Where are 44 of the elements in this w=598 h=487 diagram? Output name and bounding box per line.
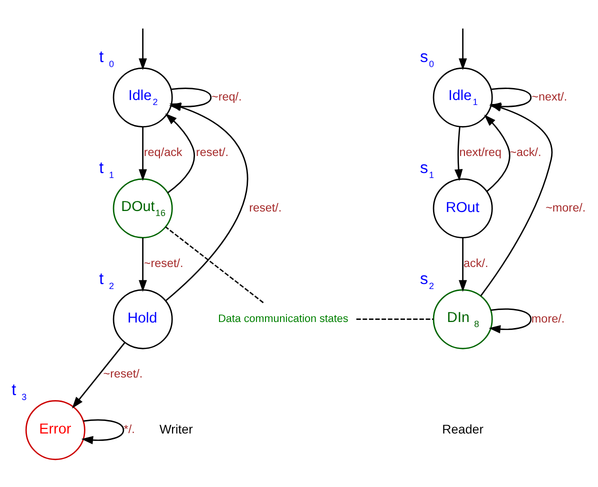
node-label: t $_{0}$ — [99, 48, 114, 70]
node-text: Data communication states — [218, 313, 348, 326]
edge-label: req/ack — [144, 146, 182, 159]
edge-label: reset/. — [196, 146, 228, 159]
arrow — [484, 114, 510, 192]
edge-label: next/req — [459, 146, 502, 159]
edge-label: ack/. — [464, 256, 488, 270]
arrow — [454, 126, 463, 182]
arrow — [81, 419, 124, 444]
edge-label: reset/. — [249, 201, 282, 214]
node-label: s$_{1}$ — [420, 159, 434, 180]
node-circle: Hold — [112, 289, 173, 350]
edge-label: ~reset/. — [144, 256, 184, 270]
node-label: s$_{2}$ — [420, 270, 434, 291]
node-circle: Idle$_{1}$ — [432, 68, 493, 128]
node-circle: Error — [25, 400, 86, 460]
edge-label: more/. — [531, 312, 565, 326]
node-circle: DOut$_{16}$ — [112, 178, 173, 238]
node-circle: ROut — [432, 178, 493, 238]
connector — [356, 318, 434, 320]
edge-label: ~req/. — [212, 90, 242, 104]
arrow — [488, 308, 532, 334]
node-circle: DIn $_{8}$ — [432, 289, 493, 350]
edge-label: ~more/. — [546, 201, 586, 214]
label: Writer — [159, 422, 193, 436]
edge-label: ~next/. — [532, 90, 568, 104]
connector — [165, 226, 264, 304]
node-circle: Idle$_{2}$ — [112, 68, 173, 128]
edge-label: */. — [124, 423, 135, 436]
edge-label: ~reset/. — [103, 368, 143, 381]
arrow — [165, 113, 195, 194]
node-label: t $_{1}$ — [99, 159, 114, 180]
arrow — [138, 238, 147, 292]
arrow — [72, 342, 126, 408]
arrow — [458, 28, 467, 70]
node-label: s$_{0}$ — [420, 48, 434, 70]
node-label: t $_{2}$ — [99, 270, 114, 291]
arrow — [138, 28, 147, 70]
arrow — [480, 104, 553, 296]
edge-label: ~ack/. — [510, 146, 542, 159]
arrow — [138, 127, 147, 182]
label: Reader — [442, 422, 484, 436]
node-label: t $_{3}$ — [12, 380, 27, 402]
arrow — [458, 238, 467, 292]
